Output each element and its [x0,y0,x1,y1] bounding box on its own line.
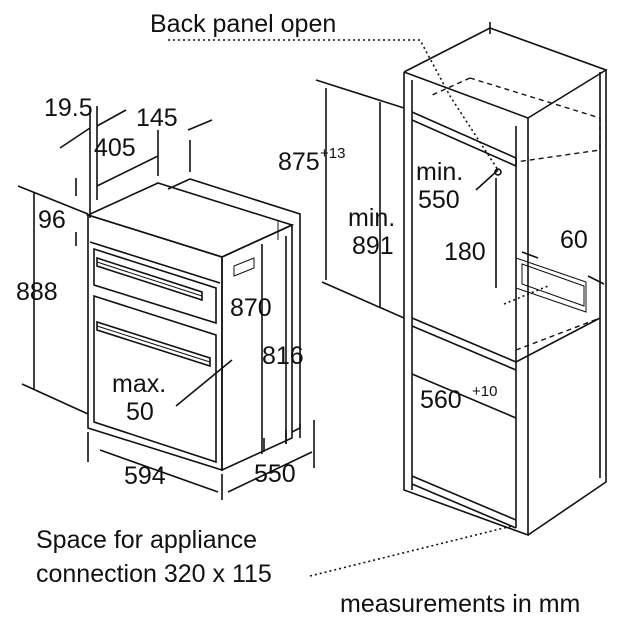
dim-560-tolerance: +10 [472,383,497,400]
dim-875: 875 [278,148,320,176]
measurements-note: measurements in mm [340,590,580,618]
dim-888: 888 [16,278,58,306]
dim-550-bottom: 550 [254,460,296,488]
cabinet-dimensions [315,79,605,419]
min-label-a: min. [348,204,395,232]
dim-560: 560 [420,386,462,414]
dim-19-5: 19.5 [44,94,93,122]
oven-top-handle [96,256,203,302]
oven-top-door [93,247,217,325]
oven-side [221,223,293,472]
dim-50: 50 [126,398,154,426]
dim-405: 405 [94,134,136,162]
dim-816: 816 [262,342,304,370]
oven-bottom-handle [96,320,211,368]
dim-870: 870 [230,294,272,322]
dim-550-cabinet: 550 [418,186,460,214]
min-label-b: min. [416,158,463,186]
dim-594: 594 [124,462,166,490]
connection-opening [521,263,585,307]
dim-96: 96 [38,206,66,234]
dim-145: 145 [136,104,178,132]
cabinet-drawing [168,22,608,577]
space-label-line1: Space for appliance [36,526,257,554]
oven-drawing [85,178,301,472]
space-label-line2: connection 320 x 115 [36,560,272,588]
back-panel-label: Back panel open [150,10,336,38]
dim-60: 60 [560,226,588,254]
dim-180: 180 [444,238,486,266]
max-label: max. [112,370,166,398]
oven-dimensions [17,106,315,500]
dim-891: 891 [352,232,394,260]
dim-875-tolerance: +13 [320,145,345,162]
oven-bottom-door [93,294,217,464]
